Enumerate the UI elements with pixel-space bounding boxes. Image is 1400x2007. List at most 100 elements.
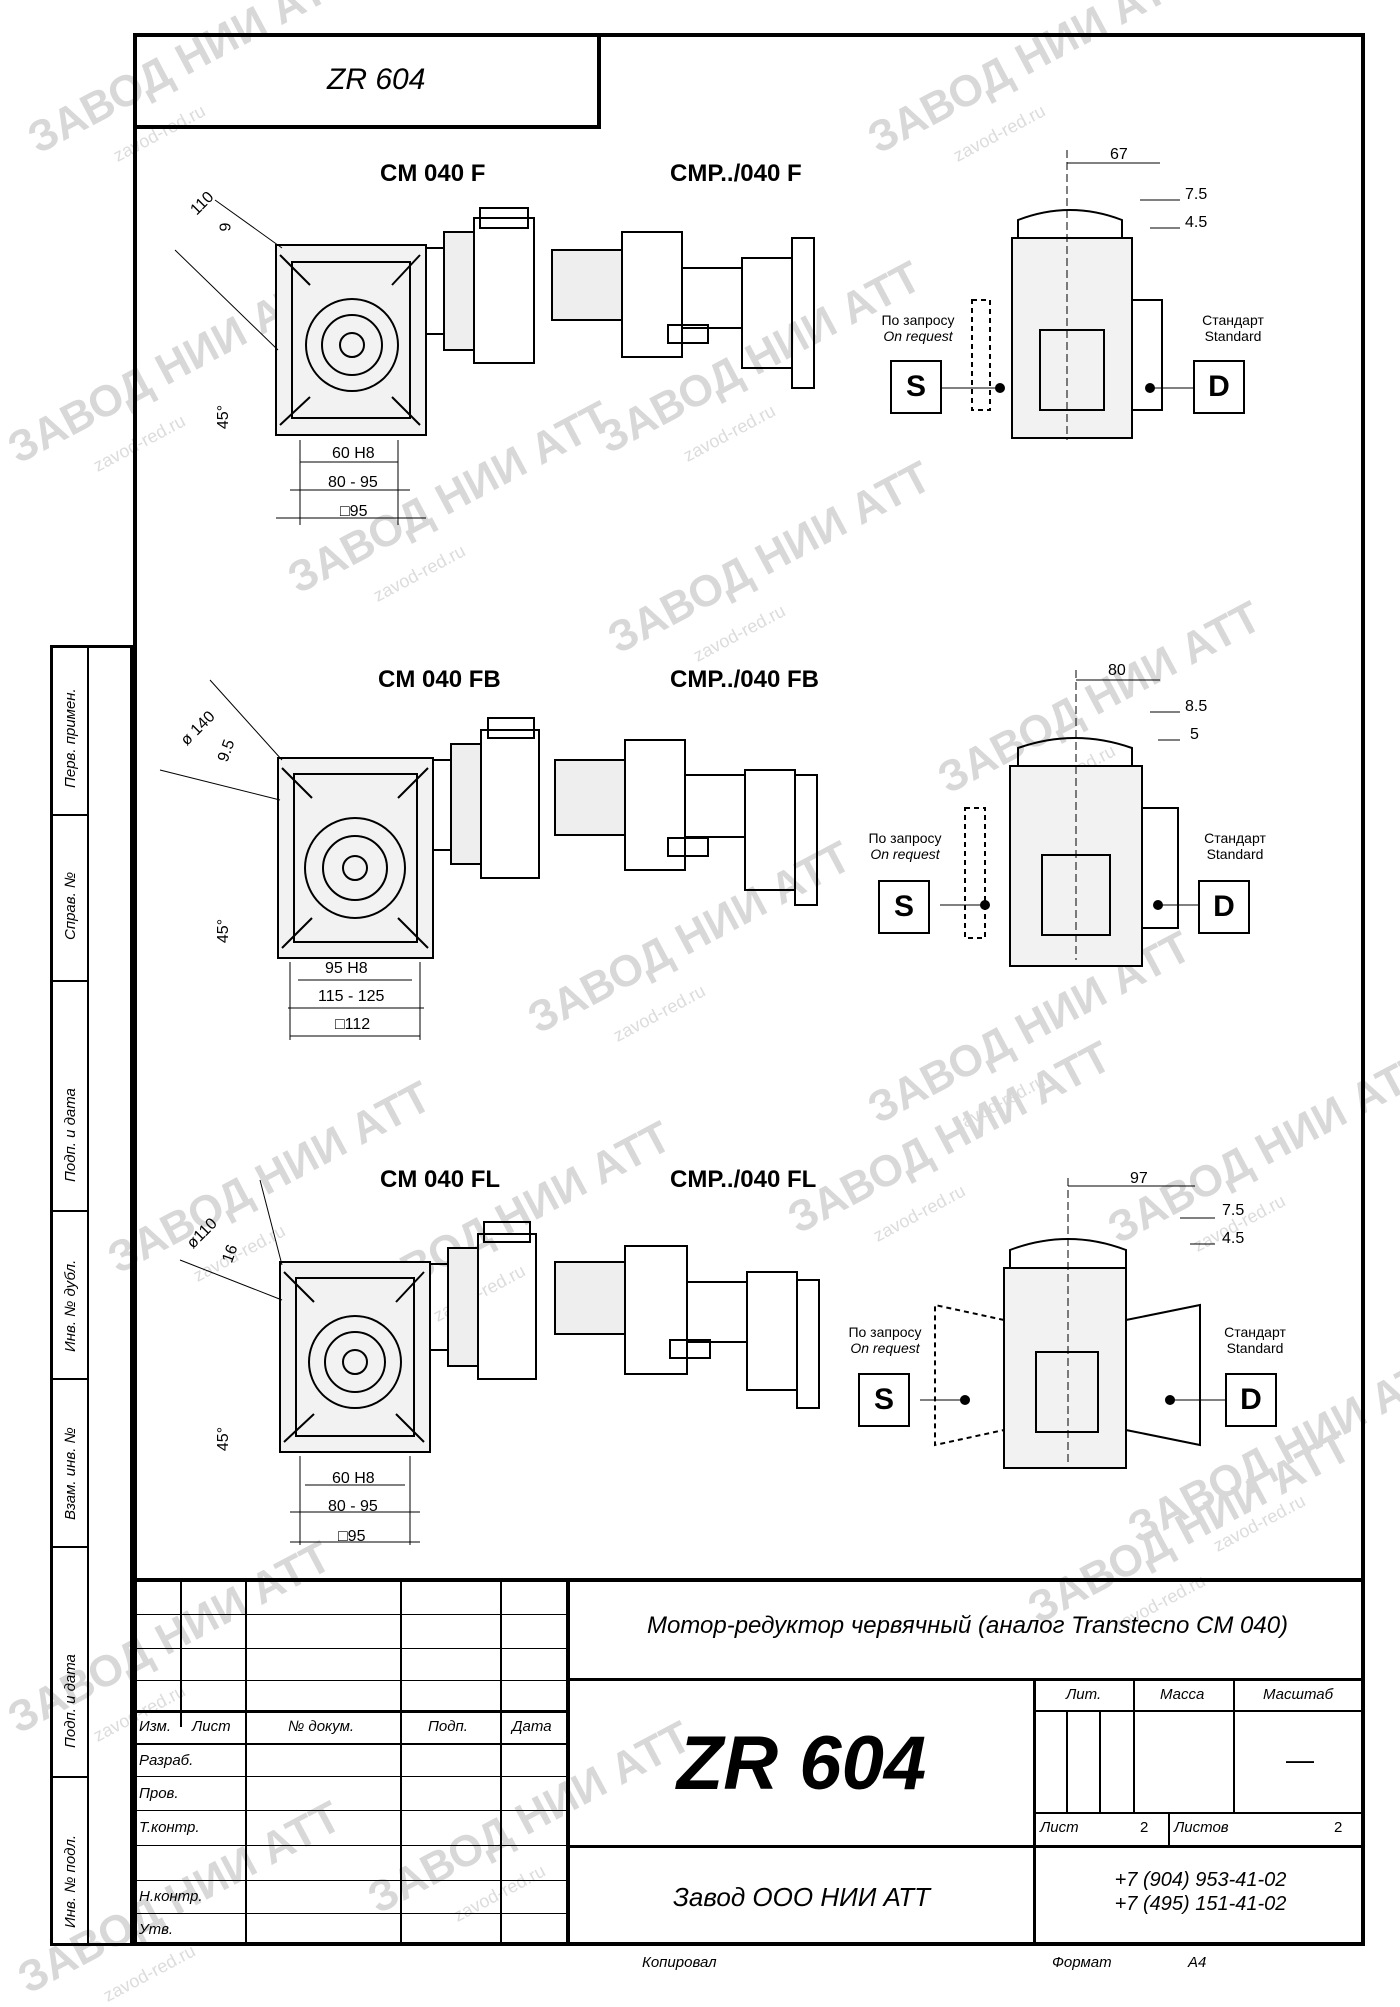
header-code: ZR 604 [327,63,426,96]
side-label-7: Инв. № подл. [62,1834,79,1928]
side-label-4: Инв. № дубл. [62,1259,79,1352]
stamp-col-list: Лист [192,1718,231,1735]
section-1-h8: 60 H8 [332,445,375,462]
section-2-standard: Стандарт Standard [1190,830,1280,862]
stamp-phone-1: +7 (904) 953-41-02 [1114,1869,1287,1891]
side-label-1: Перв. примен. [62,688,79,788]
stamp-title: Мотор-редуктор червячный (аналог Transte… [646,1612,1289,1639]
section-1-cm-title: CM 040 F [380,160,486,187]
section-1-end-view [940,150,1210,440]
section-1-request-en: On request [883,328,953,344]
stamp-row-nkontr: Н.контр. [139,1888,203,1905]
section-2-standard-en: Standard [1206,846,1264,862]
section-3-range: 80 - 95 [328,1498,378,1515]
section-1-t1: 7.5 [1185,186,1208,203]
side-cell-7: Инв. № подл. [53,1778,89,1943]
stamp-code: ZR 604 [676,1721,927,1806]
section-1-d-box: D [1193,360,1245,414]
section-1-standard: Стандарт Standard [1188,312,1278,344]
side-label-2: Справ. № [62,871,79,940]
stamp-col-izm: Изм. [139,1718,171,1735]
section-1-front-view [174,199,535,525]
section-3-side-view [554,1245,820,1409]
stamp-row-utv: Утв. [139,1921,174,1938]
stamp-sheets: Листов [1174,1819,1229,1836]
section-2-front-view [159,679,540,1040]
stamp-format: Формат [1052,1954,1112,1971]
side-label-3: Подп. и дата [62,1088,79,1182]
section-3-standard: Стандарт Standard [1210,1324,1300,1356]
section-1-top-dim: 67 [1110,146,1128,163]
stamp-col-date: Дата [512,1718,552,1735]
section-1-square: □95 [340,503,368,520]
section-2-range: 115 - 125 [318,988,385,1005]
section-3-cmp-title: CMP../040 FL [670,1166,817,1193]
section-3-request: По запросу On request [835,1324,935,1356]
side-label-6: Подп. и дата [62,1654,79,1748]
section-2-t2: 5 [1190,726,1199,743]
section-1-cmp-title: CMP../040 F [670,160,802,187]
section-2-d-box: D [1198,880,1250,934]
section-2-standard-ru: Стандарт [1204,830,1266,846]
stamp-phones: +7 (904) 953-41-02 +7 (495) 151-41-02 [1036,1868,1365,1916]
stamp-row-razrab: Разраб. [139,1752,194,1769]
section-1-s-box: S [890,360,942,414]
stamp-mass: Масса [1160,1686,1205,1703]
section-2-cm-title: CM 040 FB [378,666,501,693]
section-2-square: □112 [335,1016,371,1033]
section-3-h8: 60 H8 [332,1470,375,1487]
side-cell-4: Инв. № дубл. [53,1212,89,1380]
section-1-t2: 4.5 [1185,214,1208,231]
section-1-standard-ru: Стандарт [1202,312,1264,328]
drawing-frame [133,33,1365,1946]
stamp-format-value: A4 [1188,1954,1207,1971]
stamp-row-prov: Пров. [139,1785,179,1802]
section-3-front-view [179,1179,537,1545]
section-1-offset: 9 [217,222,235,232]
section-2-angle: 45° [215,918,233,944]
section-1-side-view [551,231,815,389]
section-2-request-ru: По запросу [868,830,942,846]
section-2-request: По запросу On request [855,830,955,862]
stamp-phone-2: +7 (495) 151-41-02 [1114,1893,1287,1915]
section-2-top-dim: 80 [1108,662,1126,679]
section-3-d-box: D [1225,1373,1277,1427]
section-2-cmp-title: CMP../040 FB [670,666,819,693]
side-cell-1: Перв. примен. [53,648,89,816]
header-code-box: ZR 604 [133,33,601,129]
stamp-company: Завод ООО НИИ АТТ [672,1882,931,1912]
section-3-request-en: On request [850,1340,920,1356]
section-3-s-box: S [858,1373,910,1427]
section-3-standard-ru: Стандарт [1224,1324,1286,1340]
section-3-standard-en: Standard [1226,1340,1284,1356]
section-1-standard-en: Standard [1204,328,1262,344]
stamp-row-tkontr: Т.контр. [139,1819,200,1836]
stamp-sheet: Лист [1040,1819,1079,1836]
side-cell-5: Взам. инв. № [53,1380,89,1548]
section-3-t2: 4.5 [1222,1230,1245,1247]
side-label-5: Взам. инв. № [62,1427,79,1520]
section-2-end-view [940,670,1210,967]
stamp-sheets-no: 2 [1334,1819,1343,1836]
section-3-angle: 45° [215,1426,233,1452]
section-3-t1: 7.5 [1222,1202,1245,1219]
section-3-request-ru: По запросу [848,1324,922,1340]
side-cell-3: Подп. и дата [53,982,89,1212]
section-3-cm-title: CM 040 FL [380,1166,501,1193]
section-2-request-en: On request [870,846,940,862]
section-3-end-view [920,1178,1230,1469]
stamp-copied: Копировал [642,1954,717,1971]
section-1-request: По запросу On request [868,312,968,344]
side-cell-6: Подп. и дата [53,1548,89,1778]
stamp-col-doc: № докум. [288,1718,355,1735]
section-2-t1: 8.5 [1185,698,1208,715]
section-2-h8: 95 H8 [325,960,368,977]
section-1-angle: 45° [215,404,233,430]
stamp-lit: Лит. [1066,1686,1102,1703]
stamp-sheet-no: 2 [1140,1819,1149,1836]
section-1-range: 80 - 95 [328,474,378,491]
section-3-square: □95 [338,1528,366,1545]
stamp-scale: Масштаб [1263,1686,1334,1703]
stamp-scale-value: — [1286,1744,1314,1775]
section-2-s-box: S [878,880,930,934]
